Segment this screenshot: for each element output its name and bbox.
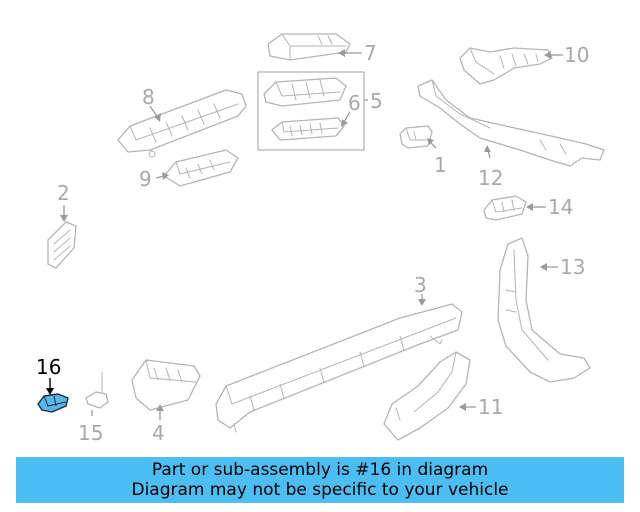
callout-11-label: 11	[478, 395, 503, 419]
callout-2-label: 2	[57, 181, 70, 205]
part-3-duct[interactable]	[215, 303, 463, 433]
part-9-vent[interactable]	[163, 149, 239, 187]
callout-6: 6	[341, 91, 361, 127]
callout-12-label: 12	[478, 166, 503, 190]
part-14-connector[interactable]	[483, 195, 527, 221]
callout-13-label: 13	[560, 255, 585, 279]
callout-10: 10	[544, 43, 589, 67]
part-2-vent[interactable]	[47, 221, 77, 269]
exploded-parts-diagram: 7 10 8	[36, 33, 605, 445]
callout-3-label: 3	[414, 273, 427, 297]
part-5-assembly[interactable]	[257, 71, 365, 151]
part-13-duct[interactable]	[497, 237, 591, 383]
info-banner: Part or sub-assembly is #16 in diagram D…	[16, 457, 624, 503]
callout-2: 2	[57, 181, 70, 222]
callout-1-label: 1	[434, 153, 447, 177]
callout-3: 3	[414, 273, 427, 306]
part-16-highlighted-clip[interactable]	[37, 393, 69, 413]
banner-line-1: Part or sub-assembly is #16 in diagram	[151, 460, 489, 480]
callout-12: 12	[478, 145, 503, 190]
part-10-duct[interactable]	[459, 47, 553, 85]
callout-15: 15	[78, 410, 103, 445]
part-7-duct[interactable]	[267, 33, 351, 61]
callout-14-label: 14	[548, 195, 573, 219]
part-11-duct[interactable]	[383, 351, 471, 441]
part-4-vent[interactable]	[131, 359, 201, 411]
callout-5-label: 5	[370, 89, 383, 113]
callout-16: 16	[36, 355, 61, 395]
callout-15-label: 15	[78, 421, 103, 445]
callout-4-label: 4	[152, 421, 165, 445]
callout-9-label: 9	[139, 167, 152, 191]
callout-9: 9	[139, 167, 169, 191]
callout-13: 13	[540, 255, 585, 279]
callout-10-label: 10	[564, 43, 589, 67]
part-1-clip[interactable]	[399, 125, 433, 149]
callout-11: 11	[459, 395, 503, 419]
callout-8-label: 8	[142, 85, 155, 109]
part-15-bolt[interactable]	[85, 371, 109, 409]
callout-4: 4	[152, 404, 165, 445]
part-8-duct[interactable]	[117, 89, 247, 158]
callout-16-label: 16	[36, 355, 61, 379]
callout-6-label: 6	[348, 91, 361, 115]
callout-1: 1	[427, 138, 447, 177]
banner-line-2: Diagram may not be specific to your vehi…	[131, 480, 509, 500]
callout-5: 5	[364, 89, 383, 113]
callout-7: 7	[338, 41, 377, 65]
callout-14: 14	[526, 195, 573, 219]
callout-7-label: 7	[364, 41, 377, 65]
callout-8: 8	[142, 85, 161, 122]
part-12-duct[interactable]	[417, 79, 605, 167]
